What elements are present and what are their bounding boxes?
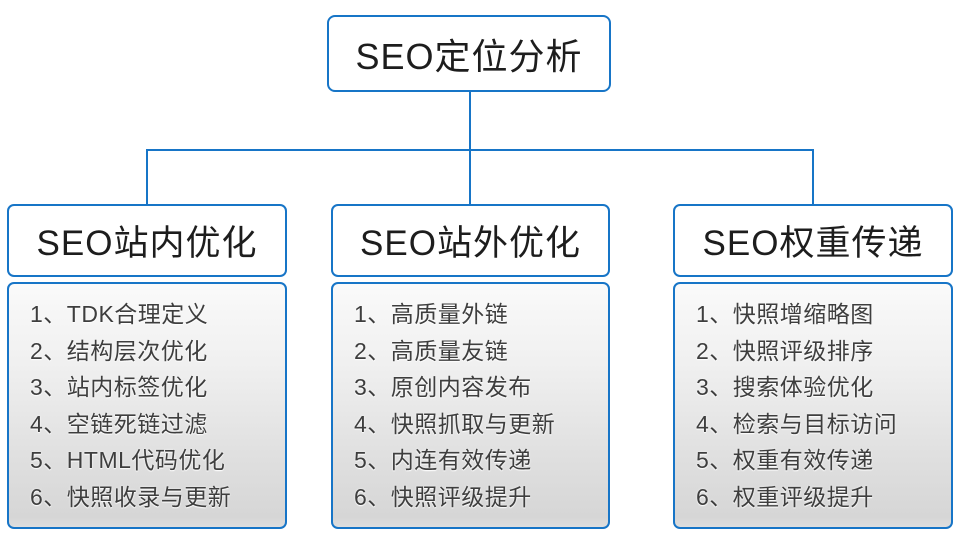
branch-onsite-optimization: SEO站内优化 1、TDK合理定义 2、结构层次优化 3、站内标签优化 4、空链… [7, 204, 287, 529]
list-item: 2、快照评级排序 [696, 337, 874, 364]
list-item: 1、TDK合理定义 [30, 301, 209, 327]
branch-header-offsite: SEO站外优化 [331, 204, 610, 277]
list-item: 3、原创内容发布 [354, 374, 532, 400]
list-item: 6、权重评级提升 [696, 483, 874, 510]
list-item: 5、权重有效传递 [696, 447, 874, 473]
list-item: 5、HTML代码优化 [30, 447, 226, 473]
list-item: 6、快照评级提升 [354, 483, 532, 510]
list-item: 2、高质量友链 [354, 337, 509, 364]
connector-drop-left [146, 149, 148, 206]
branch-item-list: 1、TDK合理定义 2、结构层次优化 3、站内标签优化 4、空链死链过滤 5、H… [30, 296, 277, 515]
connector-root-vertical [469, 92, 471, 151]
branch-header-weight: SEO权重传递 [673, 204, 953, 277]
branch-item-list: 1、高质量外链 2、高质量友链 3、原创内容发布 4、快照抓取与更新 5、内连有… [354, 296, 600, 515]
list-item: 4、快照抓取与更新 [354, 410, 556, 437]
branch-heading-label: SEO站外优化 [360, 224, 581, 263]
branch-heading-label: SEO站内优化 [36, 224, 258, 263]
list-item: 6、快照收录与更新 [30, 483, 232, 510]
connector-horizontal [146, 149, 814, 151]
list-item: 1、高质量外链 [354, 301, 509, 327]
branch-offsite-optimization: SEO站外优化 1、高质量外链 2、高质量友链 3、原创内容发布 4、快照抓取与… [331, 204, 610, 529]
list-item: 3、搜索体验优化 [696, 374, 874, 400]
list-item: 1、快照增缩略图 [696, 301, 874, 327]
list-item: 5、内连有效传递 [354, 447, 532, 473]
root-node-label: SEO定位分析 [355, 35, 583, 77]
list-item: 3、站内标签优化 [30, 374, 208, 400]
branch-heading-label: SEO权重传递 [702, 224, 924, 263]
branch-weight-transfer: SEO权重传递 1、快照增缩略图 2、快照评级排序 3、搜索体验优化 4、检索与… [673, 204, 953, 529]
root-node-seo-positioning-analysis: SEO定位分析 [327, 15, 611, 92]
connector-drop-center [469, 149, 471, 206]
connector-drop-right [812, 149, 814, 206]
branch-header-onsite: SEO站内优化 [7, 204, 287, 277]
branch-panel-onsite: 1、TDK合理定义 2、结构层次优化 3、站内标签优化 4、空链死链过滤 5、H… [7, 282, 287, 529]
list-item: 2、结构层次优化 [30, 337, 208, 364]
list-item: 4、检索与目标访问 [696, 410, 898, 437]
branch-panel-offsite: 1、高质量外链 2、高质量友链 3、原创内容发布 4、快照抓取与更新 5、内连有… [331, 282, 610, 529]
branch-item-list: 1、快照增缩略图 2、快照评级排序 3、搜索体验优化 4、检索与目标访问 5、权… [696, 296, 943, 515]
branch-panel-weight: 1、快照增缩略图 2、快照评级排序 3、搜索体验优化 4、检索与目标访问 5、权… [673, 282, 953, 529]
list-item: 4、空链死链过滤 [30, 410, 208, 437]
